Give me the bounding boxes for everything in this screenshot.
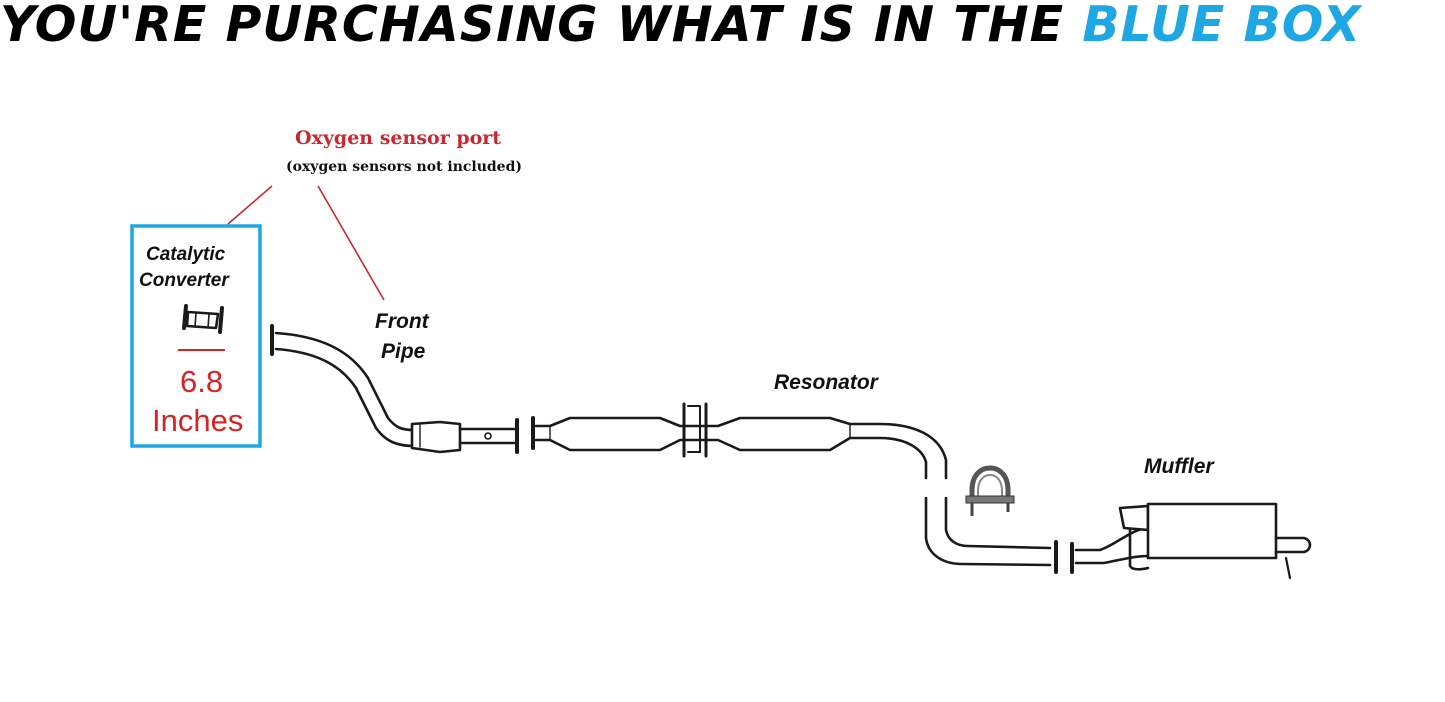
front-pipe-label-line2: Pipe xyxy=(381,340,426,363)
front-pipe xyxy=(270,324,519,454)
measurement-unit: Inches xyxy=(152,403,243,438)
headline: YOU'RE PURCHASING WHAT IS IN THE BLUE BO… xyxy=(0,0,1445,60)
measurement-value: 6.8 xyxy=(180,364,223,399)
sensor-leader-left xyxy=(227,185,273,225)
front-pipe-label-line1: Front xyxy=(375,310,430,333)
intermediate-pipe xyxy=(924,496,1058,574)
muffler-body xyxy=(1146,502,1278,560)
resonator-pipe xyxy=(531,402,948,480)
blue-box xyxy=(130,224,262,448)
catalytic-converter-icon xyxy=(182,304,224,334)
catalytic-label-line2: Converter xyxy=(139,270,230,291)
muffler-label: Muffler xyxy=(1144,455,1215,478)
headline-highlight: BLUE BOX xyxy=(1082,0,1362,53)
resonator-label: Resonator xyxy=(774,371,880,394)
muffler xyxy=(1070,502,1312,580)
sensor-leader-right xyxy=(317,185,385,301)
catalytic-label-line1: Catalytic xyxy=(146,244,226,265)
u-bolt-clamp-icon xyxy=(965,465,1015,516)
headline-main: YOU'RE PURCHASING WHAT IS IN THE xyxy=(0,0,1083,53)
oxygen-sensor-label: Oxygen sensor port xyxy=(295,127,501,149)
oxygen-sensor-note: (oxygen sensors not included) xyxy=(286,159,522,175)
